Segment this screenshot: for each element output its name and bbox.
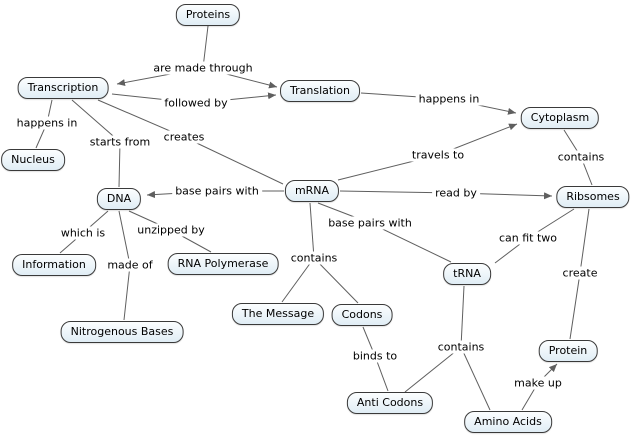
edge-label-are-made-through[interactable]: are made through xyxy=(150,61,256,75)
edge-line xyxy=(116,25,209,86)
node-the-message[interactable]: The Message xyxy=(231,303,325,325)
edge-label-contains[interactable]: contains xyxy=(287,251,341,265)
node-nucleus[interactable]: Nucleus xyxy=(1,149,65,171)
edge-label-made-of[interactable]: made of xyxy=(104,258,156,272)
node-mrna[interactable]: mRNA xyxy=(284,180,340,202)
node-cytoplasm[interactable]: Cytoplasm xyxy=(520,107,600,129)
edge-line xyxy=(404,346,462,393)
node-information[interactable]: Information xyxy=(12,254,96,276)
node-transcription[interactable]: Transcription xyxy=(17,77,109,99)
edge-label-make-up[interactable]: make up xyxy=(511,376,565,390)
node-codons[interactable]: Codons xyxy=(331,304,393,326)
edge-label-happens-in[interactable]: happens in xyxy=(13,116,81,130)
node-proteins[interactable]: Proteins xyxy=(175,4,241,26)
node-trna[interactable]: tRNA xyxy=(443,263,491,285)
node-dna[interactable]: DNA xyxy=(96,188,142,210)
edge-label-creates[interactable]: creates xyxy=(160,130,208,144)
edge-label-contains[interactable]: contains xyxy=(434,340,488,354)
node-protein[interactable]: Protein xyxy=(538,340,598,362)
edge-line xyxy=(309,202,315,259)
edge-label-base-pairs-with[interactable]: base pairs with xyxy=(172,184,262,198)
node-anti-codons[interactable]: Anti Codons xyxy=(346,392,434,414)
edge-label-create[interactable]: create xyxy=(559,266,601,280)
edge-label-travels-to[interactable]: travels to xyxy=(408,148,468,162)
node-amino-acids[interactable]: Amino Acids xyxy=(464,411,552,433)
edge-label-starts-from[interactable]: starts from xyxy=(86,135,154,149)
edge-line xyxy=(460,285,465,348)
edge-line xyxy=(460,346,491,411)
edge-line xyxy=(313,257,359,304)
node-ribsomes[interactable]: Ribsomes xyxy=(556,186,630,208)
edge-line xyxy=(281,257,315,303)
edge-label-followed-by[interactable]: followed by xyxy=(161,96,231,110)
edge-label-contains[interactable]: contains xyxy=(554,150,608,164)
edge-label-which-is[interactable]: which is xyxy=(57,226,109,240)
node-nitrogenous-bases[interactable]: Nitrogenous Bases xyxy=(60,321,184,343)
edge-label-happens-in[interactable]: happens in xyxy=(415,92,483,106)
edge-label-unzipped-by[interactable]: unzipped by xyxy=(134,223,208,237)
node-rna-polymerase[interactable]: RNA Polymerase xyxy=(167,253,279,275)
edge-label-binds-to[interactable]: binds to xyxy=(349,349,401,363)
edge-label-read-by[interactable]: read by xyxy=(432,186,480,200)
node-translation[interactable]: Translation xyxy=(280,80,360,102)
edge-label-base-pairs-with[interactable]: base pairs with xyxy=(325,216,415,230)
edge-label-can-fit-two[interactable]: can fit two xyxy=(495,231,561,245)
